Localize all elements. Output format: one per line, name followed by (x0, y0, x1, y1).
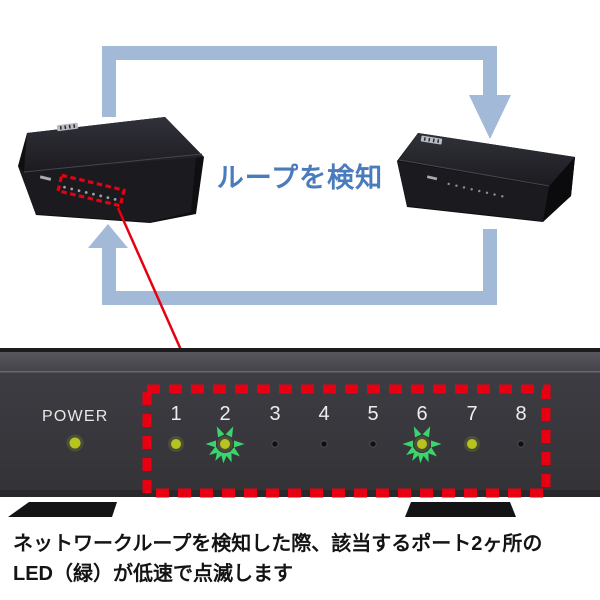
led-blink-ray-icon (422, 426, 431, 438)
led-blink-ray-icon (426, 447, 437, 457)
led-on (417, 439, 427, 449)
led-blink-ray-icon (431, 440, 442, 448)
led-highlight-box (142, 384, 551, 498)
led-blink-ray-icon (229, 447, 240, 457)
device-logo (420, 135, 443, 145)
device-led-dots (63, 185, 117, 201)
led-on (171, 439, 181, 449)
panel-leds (66, 426, 525, 464)
led-on (69, 437, 81, 449)
led-blink-ray-icon (412, 450, 421, 461)
led-blink-ray-icon (216, 426, 225, 438)
led-blink-ray-icon (220, 452, 228, 464)
led-off (517, 440, 525, 448)
device-led-dots (447, 182, 504, 198)
led-off (271, 440, 279, 448)
led-blink-ray-icon (402, 440, 413, 448)
led-blink-ray-icon (225, 426, 234, 438)
loop-arrows (88, 46, 511, 305)
led-blink-ray-icon (209, 446, 220, 456)
loop-arrow-right-icon (102, 46, 511, 139)
switch-device-right-icon (397, 133, 575, 222)
led-on (467, 439, 477, 449)
device-logo (56, 122, 79, 132)
led-blink-ray-icon (234, 440, 245, 448)
panel-foot-left (8, 502, 117, 517)
led-highlight-box-small (56, 173, 126, 208)
led-off (320, 440, 328, 448)
panel-foot-right (405, 502, 516, 517)
led-blink-ray-icon (215, 450, 224, 461)
led-blink-ray-icon (417, 452, 425, 464)
loop-arrow-left-icon (88, 224, 497, 305)
switch-device-left-icon (18, 117, 204, 223)
device-power-label-micro (426, 175, 438, 181)
led-blink-ray-icon (413, 426, 422, 438)
led-blink-ray-icon (406, 446, 417, 456)
led-off (369, 440, 377, 448)
led-on (220, 439, 230, 449)
device-power-label-micro (39, 175, 52, 181)
led-blink-ray-icon (205, 440, 216, 448)
